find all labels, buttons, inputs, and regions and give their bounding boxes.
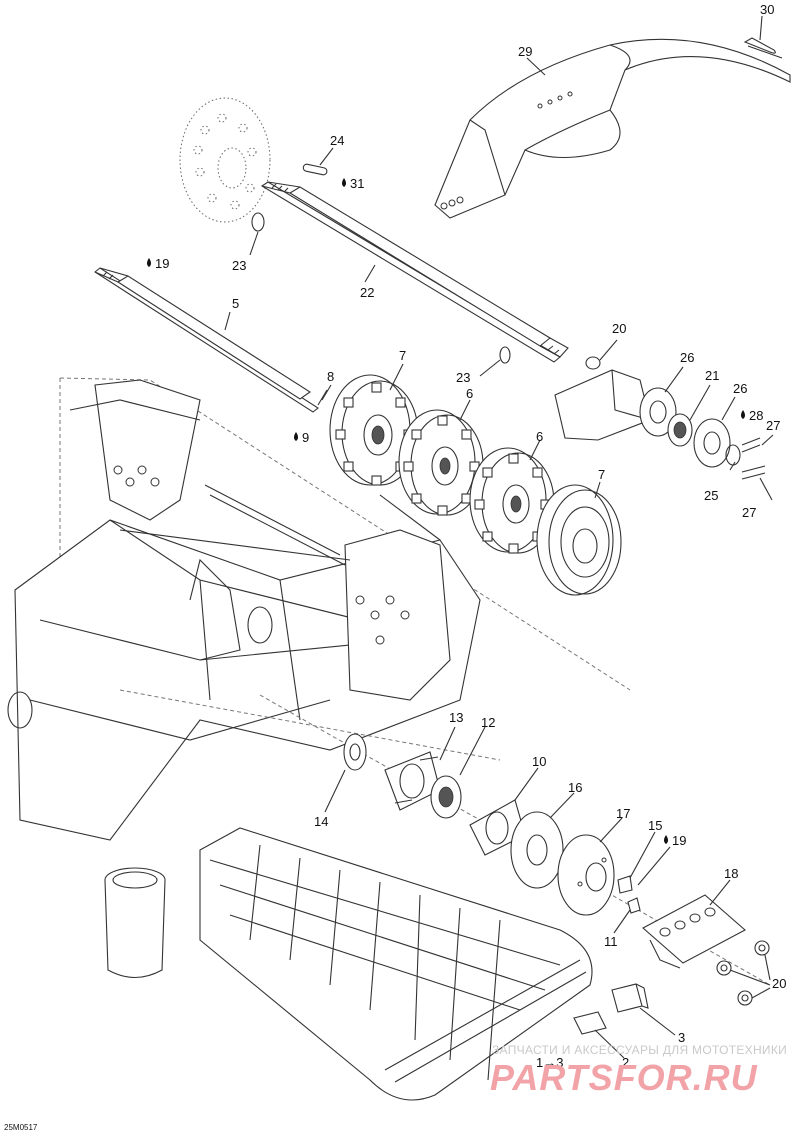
chaincase-cover [434, 38, 791, 219]
callout-30: 30 [760, 2, 774, 17]
callout-22: 22 [360, 285, 374, 300]
callout-7-upper: 7 [399, 348, 406, 363]
callout-23-lower: 23 [456, 370, 470, 385]
hair-pin-clip [743, 37, 783, 59]
watermark: ЗАПЧАСТИ И АКСЕССУАРЫ ДЛЯ МОТОТЕХНИКИ PA… [490, 1043, 787, 1098]
watermark-logo: PARTSFOR.RU [490, 1057, 758, 1098]
callout-19-lower: 19 [672, 833, 686, 848]
callout-8: 8 [327, 369, 334, 384]
callout-14: 14 [314, 814, 328, 829]
key [302, 163, 328, 176]
drop-icons [147, 178, 745, 844]
setscrew-11 [627, 897, 641, 914]
callout-20-upper: 20 [612, 321, 626, 336]
callout-31: 31 [350, 176, 364, 191]
callout-27-upper: 27 [766, 418, 780, 433]
bearing-21 [667, 413, 693, 447]
callout-11: 11 [604, 934, 618, 949]
screws-27 [741, 437, 766, 480]
diagram-code: 25M0517 [4, 1123, 38, 1132]
bearing-12 [430, 775, 462, 819]
sprocket-outer-right [536, 484, 622, 596]
nuts-20-lower [716, 940, 770, 1006]
callout-5: 5 [232, 296, 239, 311]
callout-29: 29 [518, 44, 532, 59]
drive-axle [260, 181, 569, 363]
slider-2 [573, 1011, 607, 1035]
washer-16 [510, 811, 564, 889]
chassis-frame [7, 377, 631, 979]
sprocket-outer-left [329, 374, 419, 486]
watermark-tagline: ЗАПЧАСТИ И АКСЕССУАРЫ ДЛЯ МОТОТЕХНИКИ [492, 1043, 787, 1057]
callout-17: 17 [616, 806, 630, 821]
callout-6-upper: 6 [466, 386, 473, 401]
washer-14 [343, 733, 367, 771]
callout-26-left: 26 [680, 350, 694, 365]
callout-3: 3 [678, 1030, 685, 1045]
callout-16: 16 [568, 780, 582, 795]
callout-12: 12 [481, 715, 495, 730]
flange-26-right [693, 418, 731, 468]
callout-26-right: 26 [733, 381, 747, 396]
leader-lines [224, 15, 774, 1059]
plate-18 [642, 894, 746, 969]
callout-7-lower: 7 [598, 467, 605, 482]
callout-19-upper: 19 [155, 256, 169, 271]
drop-icon [342, 178, 346, 187]
flange-plate-13 [384, 751, 441, 811]
drop-icon [741, 410, 745, 419]
callout-23-upper: 23 [232, 258, 246, 273]
drop-icon [664, 835, 668, 844]
callout-27-lower: 27 [742, 505, 756, 520]
drop-icon [294, 432, 298, 441]
track [199, 827, 593, 1101]
circlip-lower [499, 346, 511, 364]
circlip-upper [251, 212, 265, 232]
callout-9: 9 [302, 430, 309, 445]
flange-26-left [639, 387, 677, 437]
callout-2: 2 [622, 1055, 629, 1070]
callout-10: 10 [532, 754, 546, 769]
callout-18: 18 [724, 866, 738, 881]
sprocket-inner-left [398, 409, 484, 516]
drive-axle-short [94, 267, 319, 413]
callout-25: 25 [704, 488, 718, 503]
brake-disc [179, 97, 271, 223]
sprocket-inner-right [469, 447, 555, 554]
callouts: 30 29 24 31 23 19 22 5 20 7 23 26 8 21 2… [155, 2, 786, 1070]
fitting-15 [617, 875, 633, 894]
callout-24: 24 [330, 133, 344, 148]
callout-28: 28 [749, 408, 763, 423]
callout-21: 21 [705, 368, 719, 383]
callout-range: 1→3 [536, 1055, 563, 1070]
callout-13: 13 [449, 710, 463, 725]
bearing-housing-upper [554, 356, 651, 441]
callout-15: 15 [648, 818, 662, 833]
drop-icon [147, 258, 151, 267]
hub-17 [557, 834, 615, 916]
callout-6-lower: 6 [536, 429, 543, 444]
callout-20-lower: 20 [772, 976, 786, 991]
slider-3 [611, 983, 649, 1013]
